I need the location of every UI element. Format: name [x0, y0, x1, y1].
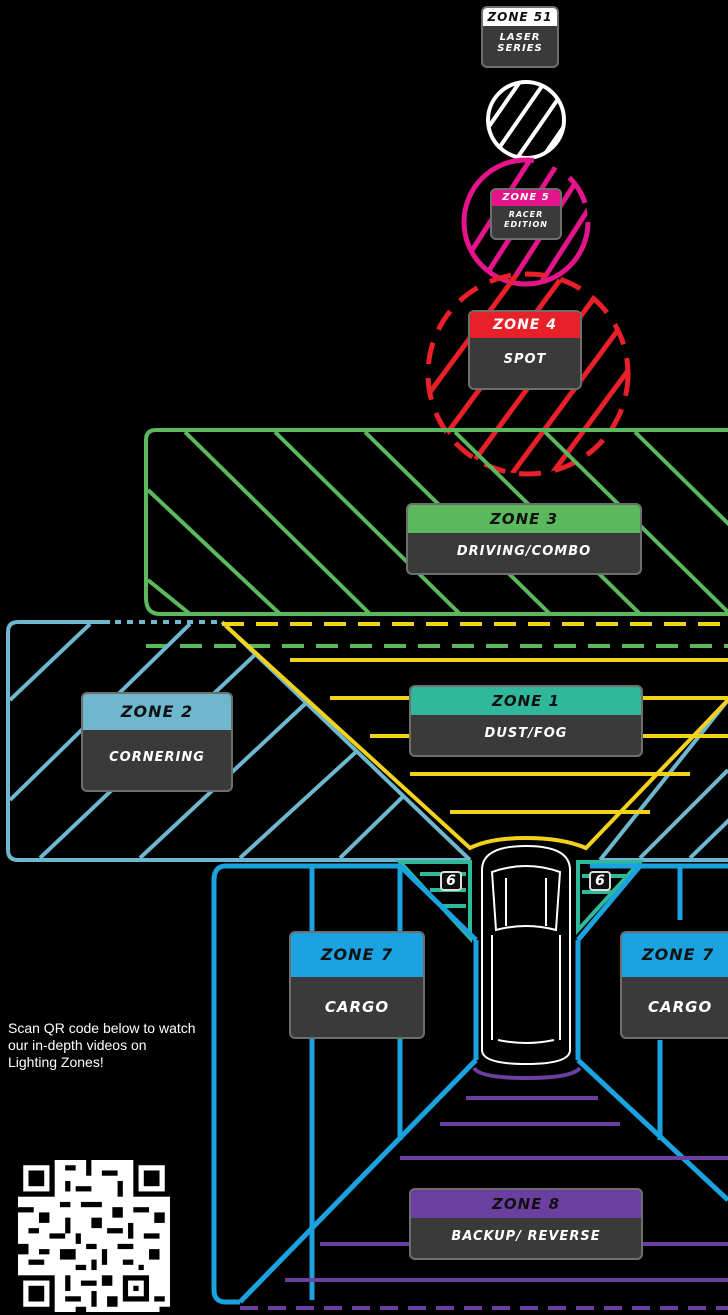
qr-caption: Scan QR code below to watch our in-depth… [8, 1020, 196, 1070]
vehicle-top-view [481, 844, 571, 1066]
zone4-title: ZONE 4 [470, 312, 580, 338]
zone51-beam [486, 80, 566, 160]
zone7-right-title: ZONE 7 [622, 933, 728, 977]
zone7-right-subtitle: CARGO [648, 998, 713, 1016]
zone1-title: ZONE 1 [411, 687, 641, 715]
zone7-left-subtitle: CARGO [324, 998, 390, 1016]
zone51-title: ZONE 51 [483, 8, 557, 26]
zone6-left-badge: 6 [440, 871, 462, 891]
zone8-subtitle: BACKUP/ REVERSE [451, 1229, 601, 1244]
zone7-right-label: ZONE 7 CARGO [620, 931, 728, 1039]
zone51-label: ZONE 51 LASER SERIES [481, 6, 559, 68]
zone7-beams [211, 863, 728, 1305]
zone7-left-title: ZONE 7 [291, 933, 423, 977]
zone3-beam [144, 428, 728, 648]
zone5-title: ZONE 5 [492, 190, 560, 206]
zone6-right-badge: 6 [589, 871, 611, 891]
zone4-subtitle: SPOT [503, 352, 547, 367]
zone3-label: ZONE 3 DRIVING/COMBO [406, 503, 642, 575]
qr-code-image[interactable] [18, 1160, 170, 1312]
zone8-label: ZONE 8 BACKUP/ REVERSE [409, 1188, 643, 1260]
zone3-title: ZONE 3 [408, 505, 640, 533]
zone2-label: ZONE 2 CORNERING [81, 692, 233, 792]
zone51-subtitle-line1: LASER [499, 32, 541, 43]
zone1-subtitle: DUST/FOG [484, 726, 568, 741]
zone8-title: ZONE 8 [411, 1190, 641, 1218]
zone7-left-label: ZONE 7 CARGO [289, 931, 425, 1039]
zone5-label: ZONE 5 RACER EDITION [490, 188, 562, 240]
zone4-label: ZONE 4 SPOT [468, 310, 582, 390]
zone2-title: ZONE 2 [83, 694, 231, 730]
zone51-subtitle-line2: SERIES [497, 43, 543, 54]
zone5-subtitle-line1: RACER [508, 210, 544, 219]
zone5-subtitle-line2: EDITION [503, 220, 548, 229]
zone1-label: ZONE 1 DUST/FOG [409, 685, 643, 757]
zone2-subtitle: CORNERING [109, 750, 205, 765]
zone3-subtitle: DRIVING/COMBO [456, 544, 592, 559]
